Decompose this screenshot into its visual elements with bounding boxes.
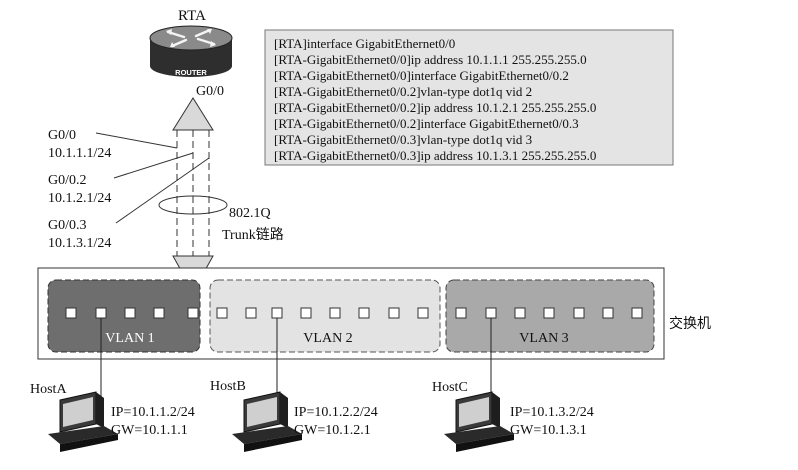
subif-name: G0/0 [48,128,76,143]
config-line: [RTA]interface GigabitEthernet0/0 [274,36,455,51]
switch-port [65,307,77,319]
config-line: [RTA-GigabitEthernet0/0.2]vlan-type dot1… [274,84,532,99]
host-name: HostA [30,382,67,397]
config-line: [RTA-GigabitEthernet0/0.2]interface Giga… [274,116,579,131]
switch-port [124,307,136,319]
config-text: [RTA]interface GigabitEthernet0/0 [RTA-G… [274,36,596,163]
host-ip: IP=10.1.2.2/24 [294,405,378,420]
config-line: [RTA-GigabitEthernet0/0]interface Gigabi… [274,68,569,83]
config-line: [RTA-GigabitEthernet0/0.3]ip address 10.… [274,148,596,163]
vlan2-label: VLAN 2 [303,331,352,346]
router-icon: ROUTER [149,25,233,77]
switch-port [245,307,257,319]
switch-port [358,307,370,319]
switch-port [455,307,467,319]
vlan3-label: VLAN 3 [519,331,568,346]
host-gw: GW=10.1.2.1 [294,423,371,438]
vlan1-label: VLAN 1 [105,331,154,346]
trunk-protocol: 802.1Q [229,206,271,221]
switch-port [216,307,228,319]
switch-port [417,307,429,319]
subif-name: G0/0.2 [48,173,87,188]
switch-port [388,307,400,319]
computer-icon [444,391,514,452]
vlan2-region [209,279,441,353]
trunk-ellipse [158,195,228,215]
host-ip: IP=10.1.1.2/24 [111,405,195,420]
subif-ip: 10.1.3.1/24 [48,236,111,251]
config-line: [RTA-GigabitEthernet0/0.2]ip address 10.… [274,100,596,115]
host-name: HostB [210,379,246,394]
trunk-label: Trunk链路 [222,227,284,243]
switch-ports [65,307,643,319]
host-ip: IP=10.1.3.2/24 [510,405,594,420]
subif-ip: 10.1.1.1/24 [48,146,111,161]
switch-port [95,307,107,319]
subif-name: G0/0.3 [48,218,87,233]
host-name: HostC [432,380,468,395]
config-box [264,29,674,166]
vlan1-region [47,279,201,353]
switch-port [300,307,312,319]
router-name: RTA [178,8,206,24]
trunk-links [176,130,210,256]
router-port-label: G0/0 [196,84,224,99]
config-line: [RTA-GigabitEthernet0/0.3]vlan-type dot1… [274,132,532,147]
config-line: [RTA-GigabitEthernet0/0]ip address 10.1.… [274,52,587,67]
computer-icon [48,391,118,452]
subinterface-leaders [95,132,210,224]
switch-port [543,307,555,319]
switch-port [329,307,341,319]
switch-port [485,307,497,319]
switch-port [271,307,283,319]
switch-port-trunk [187,307,199,319]
switch-port [153,307,165,319]
router-badge: ROUTER [175,68,207,77]
subif-ip: 10.1.2.1/24 [48,191,111,206]
trunk-upper-cone [172,97,214,131]
host-gw: GW=10.1.3.1 [510,423,587,438]
switch-port [631,307,643,319]
switch-port [514,307,526,319]
switch-port [573,307,585,319]
host-gw: GW=10.1.1.1 [111,423,188,438]
switch-label: 交换机 [669,315,711,332]
switch-port [602,307,614,319]
computer-icon [232,391,302,452]
